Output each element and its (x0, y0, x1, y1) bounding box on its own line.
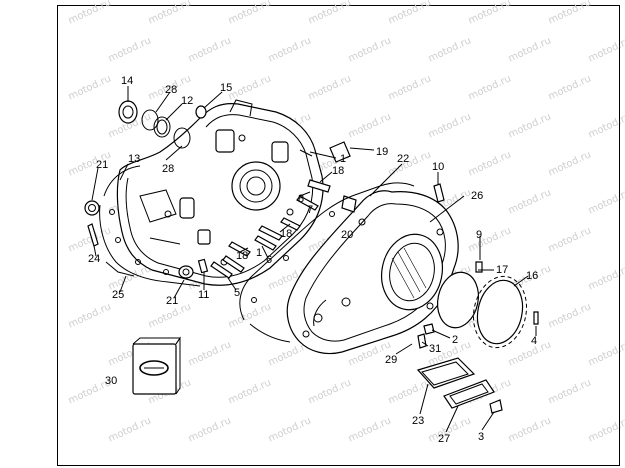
sealant-package (132, 336, 181, 395)
callout-29: 29 (385, 354, 397, 366)
callout-30: 30 (105, 375, 117, 387)
callout-24: 24 (88, 253, 100, 265)
watermark-text: motod.ru (587, 339, 625, 368)
watermark-text: motod.ru (547, 149, 593, 178)
top-bearings-seals (118, 100, 207, 149)
callout-13: 13 (128, 153, 140, 165)
watermark-text: motod.ru (547, 301, 593, 330)
watermark-text: motod.ru (67, 73, 113, 102)
callout-23: 23 (412, 415, 424, 427)
outer-primary-cover (286, 190, 459, 355)
watermark-text: motod.ru (187, 35, 233, 64)
watermark-text: motod.ru (467, 73, 513, 102)
watermark-text: motod.ru (347, 111, 393, 140)
watermark-text: motod.ru (227, 301, 273, 330)
left-small-parts (84, 200, 283, 279)
callout-10: 10 (432, 161, 444, 173)
callout-18: 18 (236, 250, 248, 262)
inner-cover-gasket (99, 165, 201, 287)
watermark-text: motod.ru (507, 187, 553, 216)
watermark-text: motod.ru (267, 415, 313, 444)
callout-31: 31 (429, 343, 441, 355)
watermark-text: motod.ru (107, 415, 153, 444)
outer-cover-gasket (239, 182, 415, 343)
watermark-text: motod.ru (467, 149, 513, 178)
callout-2: 2 (452, 334, 458, 346)
watermark-text: motod.ru (547, 73, 593, 102)
callout-12: 12 (181, 95, 193, 107)
callout-27: 27 (438, 433, 450, 445)
watermark-text: motod.ru (227, 0, 273, 27)
watermark-text: motod.ru (467, 0, 513, 27)
watermark-text: motod.ru (427, 111, 473, 140)
watermark-text: motod.ru (187, 339, 233, 368)
watermark-text: motod.ru (307, 377, 353, 406)
watermark-text: motod.ru (107, 35, 153, 64)
callout-19: 19 (376, 146, 388, 158)
callout-7: 7 (307, 204, 313, 216)
derby-cover-parts (433, 183, 539, 349)
watermark-text: motod.ru (267, 35, 313, 64)
watermark-text: motod.ru (587, 187, 625, 216)
callout-15: 15 (220, 82, 232, 94)
watermark-text: motod.ru (227, 73, 273, 102)
watermark-text: motod.ru (547, 377, 593, 406)
callout-28: 28 (162, 163, 174, 175)
callout-21: 21 (166, 295, 178, 307)
watermark-text: motod.ru (587, 35, 625, 64)
watermark-text: motod.ru (507, 35, 553, 64)
watermark-text: motod.ru (547, 0, 593, 27)
callout-1: 1 (256, 247, 262, 259)
callout-28: 28 (165, 84, 177, 96)
watermark-text: motod.ru (587, 263, 625, 292)
leader-lines (91, 86, 537, 433)
watermark-text: motod.ru (427, 35, 473, 64)
callout-labels: 14 28 12 15 28 21 13 1 19 22 10 18 8 7 2… (88, 75, 538, 445)
callout-5: 5 (234, 287, 240, 299)
watermark-text: motod.ru (387, 0, 433, 27)
watermark-text: motod.ru (187, 415, 233, 444)
callout-26: 26 (471, 190, 483, 202)
callout-21: 21 (96, 159, 108, 171)
watermark-text: motod.ru (67, 301, 113, 330)
watermark-text: motod.ru (587, 111, 625, 140)
callout-8: 8 (298, 193, 304, 205)
watermark-text: motod.ru (347, 415, 393, 444)
watermark-text: motod.ru (387, 149, 433, 178)
callout-17: 17 (496, 264, 508, 276)
callout-18: 18 (332, 165, 344, 177)
callout-20: 20 (341, 229, 353, 241)
callout-16: 16 (526, 270, 538, 282)
callout-11: 11 (198, 289, 209, 301)
callout-22: 22 (397, 153, 409, 165)
watermark-text: motod.ru (307, 73, 353, 102)
watermark-text: motod.ru (507, 111, 553, 140)
callout-14: 14 (121, 75, 133, 87)
watermark-text: motod.ru (387, 73, 433, 102)
callout-4: 4 (531, 335, 537, 347)
inner-primary-cover (116, 99, 324, 286)
watermark-text: motod.ru (347, 35, 393, 64)
watermark-text: motod.ru (507, 415, 553, 444)
callout-1: 1 (340, 153, 346, 165)
callout-6: 6 (266, 254, 272, 266)
watermark-text: motod.ru (507, 339, 553, 368)
watermark-text: motod.ru (227, 377, 273, 406)
watermark-text: motod.ru (547, 225, 593, 254)
inspection-cover-parts (416, 323, 503, 414)
callout-18: 18 (280, 228, 292, 240)
watermark-text: motod.ru (67, 0, 113, 27)
watermark-text: motod.ru (147, 0, 193, 27)
watermark-text: motod.ru (587, 415, 625, 444)
watermark-text: motod.ru (467, 225, 513, 254)
watermark-text: motod.ru (307, 0, 353, 27)
callout-25: 25 (112, 289, 124, 301)
callout-3: 3 (478, 431, 484, 443)
callout-9: 9 (476, 229, 482, 241)
